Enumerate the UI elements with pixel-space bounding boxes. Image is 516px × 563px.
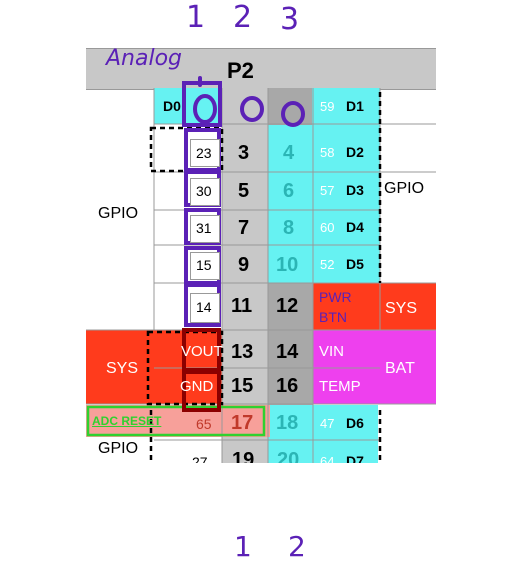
gpio-30-box [190, 178, 220, 206]
header-title: P2 [227, 58, 254, 83]
grey-column [222, 88, 268, 463]
sys-left-block [86, 330, 222, 404]
d1-label: D1 [346, 98, 364, 114]
gpio-60: 60 [320, 220, 335, 235]
pin-11: 11 [231, 295, 253, 317]
bat-label: BAT [385, 360, 415, 377]
pin-16: 16 [276, 375, 299, 397]
pin-12: 12 [276, 295, 299, 317]
d0-label: D0 [163, 98, 181, 114]
gpio-65: 65 [196, 416, 212, 432]
pin-9: 9 [238, 254, 250, 276]
pin-15: 15 [231, 375, 254, 397]
pin-6: 6 [283, 180, 295, 202]
pin-14: 14 [276, 341, 299, 363]
gpio-23: 23 [196, 145, 212, 161]
pwr-btn-label: PWR BTN [319, 289, 352, 325]
cyan-column [268, 125, 312, 283]
pin-8: 8 [283, 217, 295, 239]
top-number-2: 2 [233, 0, 253, 35]
gpio-left2-label: GPIO [98, 440, 139, 457]
gpio-15: 15 [196, 257, 212, 273]
pin-17: 17 [231, 412, 254, 434]
gpio-15-box [190, 252, 220, 280]
pin-3: 3 [238, 142, 250, 164]
top-number-3: 3 [280, 2, 300, 37]
adc-reset-label: ADC RESET [92, 414, 162, 428]
sys-right-label: SYS [385, 300, 418, 317]
d2-label: D2 [346, 144, 364, 160]
bat-block [313, 330, 436, 404]
gpio-52: 52 [320, 257, 335, 272]
gpio-31: 31 [196, 220, 212, 236]
gpio-59: 59 [320, 99, 335, 114]
d6-label: D6 [346, 415, 364, 431]
pin-10: 10 [276, 254, 299, 276]
pwr-btn-block [313, 283, 436, 330]
gpio-30: 30 [196, 183, 212, 199]
d4-label: D4 [346, 219, 364, 235]
temp-label: TEMP [319, 378, 361, 395]
gpio-47: 47 [320, 416, 335, 431]
d3-label: D3 [346, 182, 364, 198]
gpio-23-box [190, 139, 220, 167]
cutoff-mask [0, 463, 516, 563]
gpio-14: 14 [196, 299, 212, 315]
cyan-column-wide [312, 88, 380, 283]
pin-4: 4 [283, 142, 295, 164]
gpio-58: 58 [320, 145, 335, 160]
gpio-57: 57 [320, 183, 335, 198]
cyan-lower [268, 405, 378, 463]
analog-label: Analog [106, 46, 183, 71]
vin-label: VIN [319, 343, 345, 360]
pin-13: 13 [231, 341, 254, 363]
pin-5: 5 [238, 180, 250, 202]
d5-label: D5 [346, 256, 364, 272]
pin-18: 18 [276, 412, 299, 434]
gpio-right-label: GPIO [384, 180, 425, 197]
bottom-number-2: 2 [288, 530, 306, 563]
gpio-31-box [190, 215, 220, 243]
bottom-number-1: 1 [234, 530, 252, 563]
vout-label: VOUT [181, 343, 223, 360]
gpio-14-box [190, 293, 220, 323]
gnd-label: GND [180, 378, 214, 395]
sys-left-label: SYS [106, 360, 139, 377]
gpio-left-label: GPIO [98, 205, 139, 222]
pin-7: 7 [238, 217, 250, 239]
top-number-1: 1 [186, 0, 206, 35]
adc-reset-block [86, 405, 270, 437]
